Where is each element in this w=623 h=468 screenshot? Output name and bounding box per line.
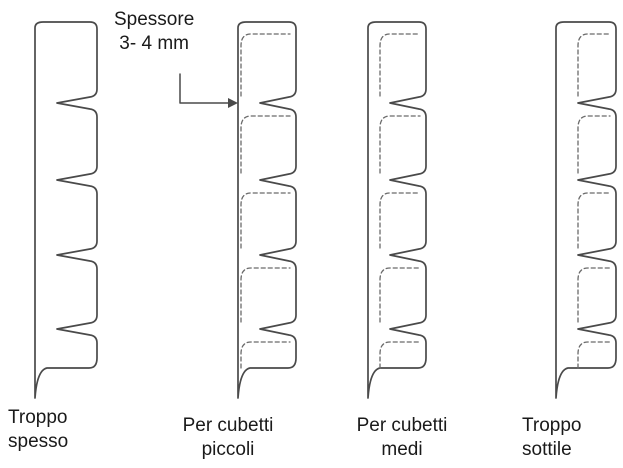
dashed-cut-line — [240, 192, 291, 249]
strip-outline — [555, 21, 617, 399]
caption-line-2: sottile — [522, 439, 572, 460]
caption-too-thin: Troppo sottile — [522, 414, 582, 462]
strip-too-thin — [555, 21, 617, 399]
strip-outline — [34, 21, 98, 399]
caption-line-1: Per cubetti — [182, 415, 274, 436]
dashed-cut-line — [379, 33, 421, 97]
dashed-cut-line — [379, 192, 421, 249]
caption-line-2: medi — [381, 439, 423, 460]
strip-too-thick — [34, 21, 98, 399]
dashed-cut-line — [240, 267, 291, 323]
dashed-cut-line — [379, 267, 421, 323]
caption-line-2: spesso — [8, 431, 69, 452]
caption-line-1: Per cubetti — [356, 415, 448, 436]
dashed-cut-line — [577, 33, 611, 97]
caption-line-1: Troppo — [522, 415, 582, 436]
dashed-cut-line — [379, 341, 421, 369]
dashed-cut-line — [240, 341, 291, 369]
dashed-cut-line — [240, 115, 291, 174]
callout-leader-line — [179, 73, 233, 104]
caption-too-thick: Troppo spesso — [8, 406, 68, 454]
caption-small-cubes: Per cubetti piccoli — [172, 414, 284, 462]
arrowhead-icon — [228, 98, 238, 108]
strip-outline — [237, 21, 297, 399]
strip-outline — [367, 21, 427, 399]
dashed-cut-line — [577, 341, 611, 369]
thickness-callout-arrow — [179, 73, 238, 108]
dashed-cut-line — [379, 115, 421, 174]
caption-medium-cubes: Per cubetti medi — [350, 414, 454, 462]
dashed-cut-line — [577, 115, 611, 174]
strip-medium-cubes — [367, 21, 427, 399]
callout-line-2: 3- 4 mm — [119, 33, 189, 54]
thickness-callout-label: Spessore 3- 4 mm — [114, 8, 194, 56]
strip-small-cubes — [237, 21, 297, 399]
caption-line-2: piccoli — [201, 439, 255, 460]
dashed-cut-line — [240, 33, 291, 97]
caption-line-1: Troppo — [8, 407, 68, 428]
callout-line-1: Spessore — [114, 9, 195, 30]
dashed-cut-line — [577, 267, 611, 323]
dashed-cut-line — [577, 192, 611, 249]
